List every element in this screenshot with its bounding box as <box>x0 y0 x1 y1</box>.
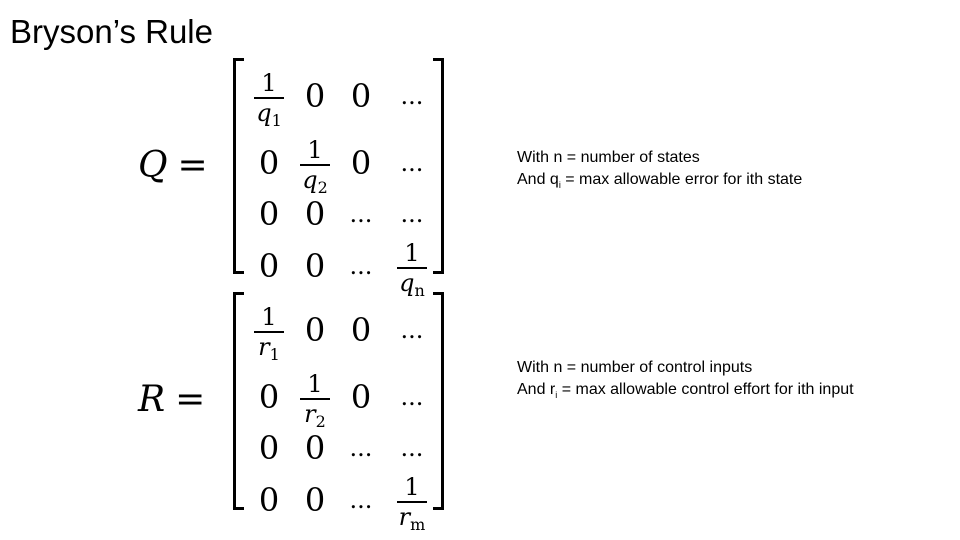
q-right-bracket <box>433 58 444 274</box>
q-matrix-entry: 0 <box>304 76 326 115</box>
fraction-denominator: rm <box>399 505 426 533</box>
q-matrix-entry: 0 <box>350 143 372 182</box>
denominator-variable: r <box>304 400 316 428</box>
q-matrix-entry: 0 <box>304 246 326 285</box>
q-matrix-entry: 0 <box>258 246 280 285</box>
fraction-numerator: 1 <box>404 239 420 267</box>
r-matrix-entry: 0 <box>304 480 326 519</box>
fraction-numerator: 1 <box>404 473 420 501</box>
r-equals-sign: = <box>175 379 206 420</box>
q-matrix-entry: 0 <box>258 195 280 233</box>
fraction-numerator: 1 <box>261 69 277 97</box>
fraction-bar <box>397 501 427 503</box>
r-matrix-entry: 0 <box>350 377 372 416</box>
r-matrix-entry: 0 <box>350 310 372 349</box>
denominator-subscript: 1 <box>269 345 280 364</box>
fraction-bar <box>300 398 330 400</box>
q-note-subscript: i <box>558 180 561 190</box>
fraction-denominator: q2 <box>302 168 328 196</box>
q-note-line2: And qi = max allowable error for ith sta… <box>517 169 897 196</box>
r-matrix-entry: ... <box>349 485 373 514</box>
denominator-variable: q <box>399 269 415 297</box>
q-left-bracket <box>233 58 244 274</box>
r-note-line2: And ri = max allowable control effort fo… <box>517 379 897 406</box>
r-explanation: With n = number of control inputs And ri… <box>517 357 897 406</box>
q-explanation: With n = number of states And qi = max a… <box>517 147 897 196</box>
slide-title: Bryson’s Rule <box>10 13 213 50</box>
denominator-subscript: 2 <box>315 412 326 431</box>
r-symbol: R <box>138 379 166 420</box>
fraction-bar <box>397 267 427 269</box>
q-symbol: Q <box>138 145 168 186</box>
denominator-variable: q <box>256 99 272 127</box>
r-matrix-entry: ... <box>400 315 424 344</box>
q-matrix-entry: ... <box>400 81 424 110</box>
q-note-suffix: = max allowable error for ith state <box>560 171 803 188</box>
denominator-subscript: m <box>410 515 426 534</box>
q-note-prefix: And q <box>517 171 559 188</box>
r-equation-lhs: R= <box>138 380 205 420</box>
denominator-variable: r <box>258 333 270 361</box>
denominator-subscript: 2 <box>317 178 328 197</box>
q-note-line1: With n = number of states <box>517 149 700 166</box>
r-matrix-entry: ... <box>400 434 424 462</box>
denominator-subscript: 1 <box>271 111 282 130</box>
q-matrix-entry: ... <box>400 200 424 228</box>
r-matrix-entry: 0 <box>258 480 280 519</box>
q-equation-lhs: Q= <box>138 146 208 186</box>
r-left-bracket <box>233 292 244 510</box>
q-matrix-entry: 0 <box>304 195 326 233</box>
r-matrix-entry: 0 <box>304 310 326 349</box>
fraction-denominator: q1 <box>256 101 282 129</box>
r-matrix-entry: ... <box>400 382 424 411</box>
r-right-bracket <box>433 292 444 510</box>
q-matrix-entry: 0 <box>258 143 280 182</box>
q-matrix-entry: ... <box>349 200 373 228</box>
denominator-variable: q <box>302 166 318 194</box>
r-matrix-entry: ... <box>349 434 373 462</box>
denominator-subscript: n <box>414 281 425 300</box>
q-matrix-entry: 0 <box>350 76 372 115</box>
r-matrix-entry: 0 <box>258 377 280 416</box>
fraction-numerator: 1 <box>261 303 277 331</box>
r-matrix-entry: 0 <box>258 429 280 467</box>
r-note-prefix: And r <box>517 381 556 398</box>
r-note-suffix: = max allowable control effort for ith i… <box>557 381 854 398</box>
r-matrix-entry: 0 <box>304 429 326 467</box>
fraction-bar <box>254 97 284 99</box>
fraction-bar <box>300 164 330 166</box>
r-note-line1: With n = number of control inputs <box>517 359 753 376</box>
r-note-subscript: i <box>555 390 558 400</box>
fraction-numerator: 1 <box>307 136 323 164</box>
q-matrix-entry: ... <box>349 251 373 280</box>
fraction-bar <box>254 331 284 333</box>
denominator-variable: r <box>398 503 411 531</box>
fraction-numerator: 1 <box>307 370 323 398</box>
fraction-denominator: r1 <box>258 335 280 363</box>
fraction-denominator: r2 <box>304 402 326 430</box>
q-equals-sign: = <box>177 145 208 186</box>
q-matrix-entry: ... <box>400 148 424 177</box>
fraction-denominator: qn <box>399 271 425 299</box>
